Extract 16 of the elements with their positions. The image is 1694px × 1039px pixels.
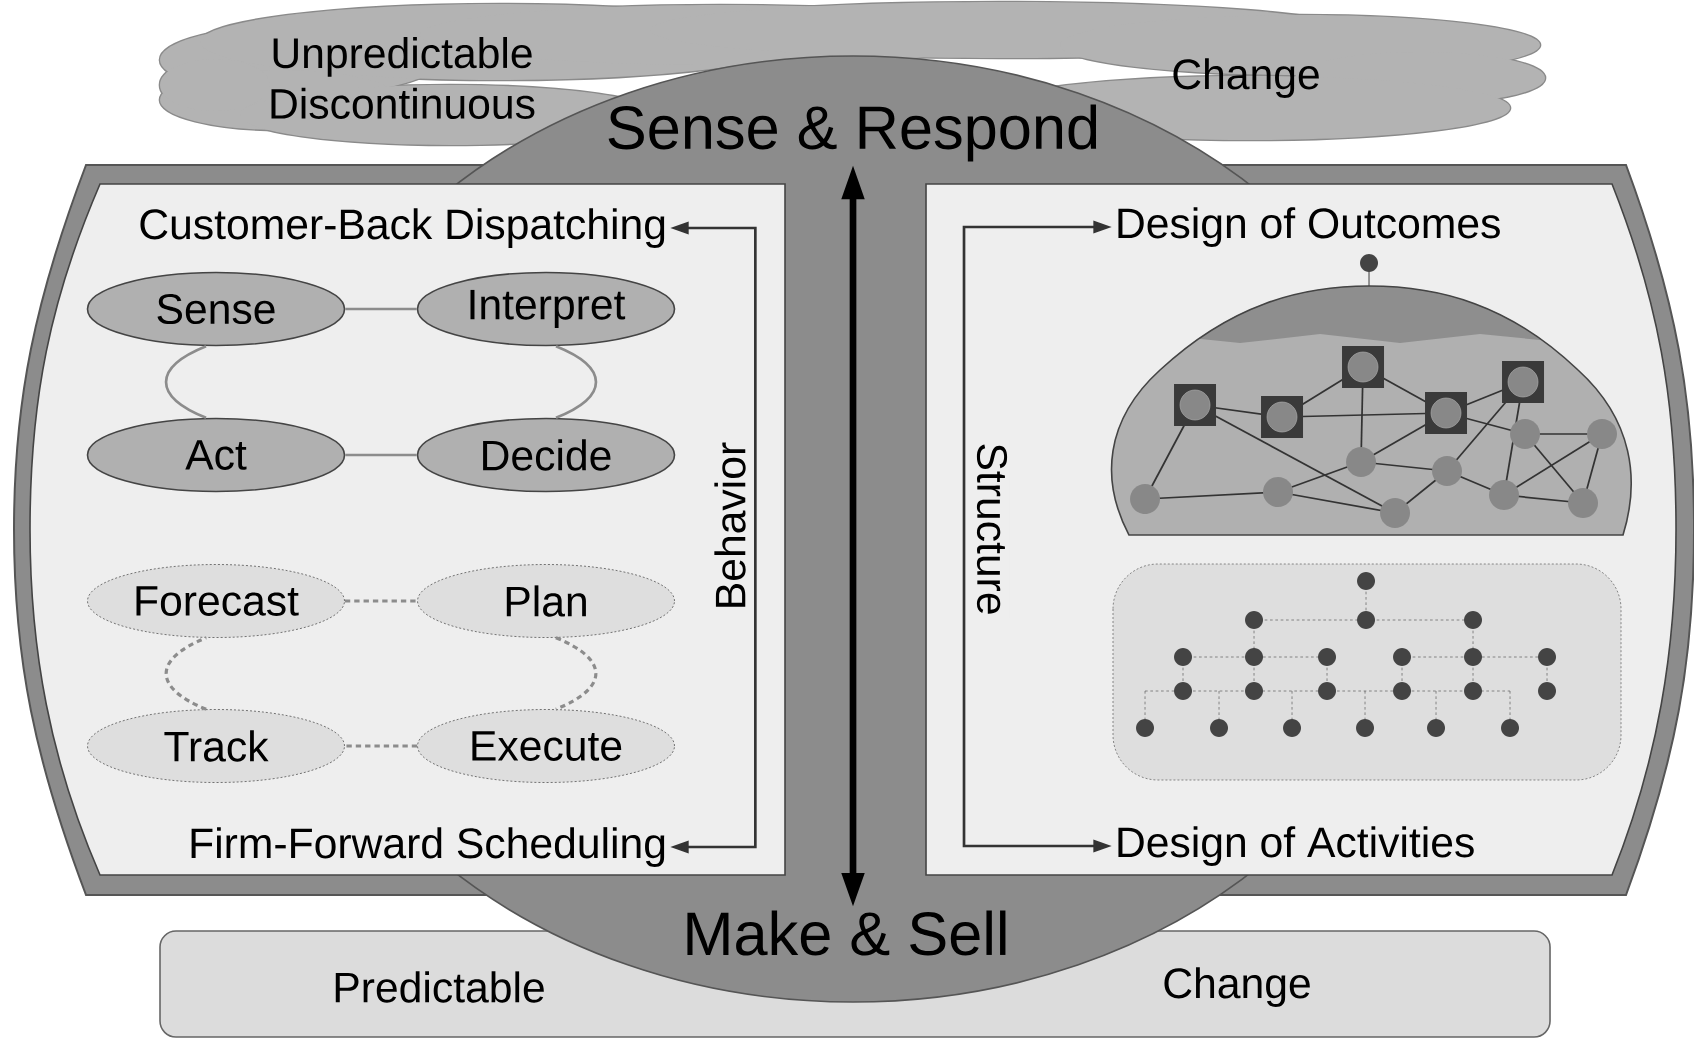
- connector: [555, 636, 598, 711]
- connector: [345, 453, 417, 457]
- heading: Design of Outcomes: [1118, 207, 1500, 247]
- heading: Customer-Back Dispatching: [140, 208, 665, 248]
- connector: [164, 636, 207, 711]
- heading: Design of Activities: [1118, 826, 1474, 866]
- connector: [344, 599, 418, 603]
- connector: [345, 307, 417, 311]
- edge-label: Structure: [974, 439, 1010, 619]
- connector: [164, 344, 207, 420]
- edge-label: Behavior: [711, 439, 749, 613]
- heading: Firm-Forward Scheduling: [191, 827, 665, 867]
- connector: [344, 744, 418, 748]
- connector: [555, 344, 598, 420]
- node-label: Discontinuous: [271, 87, 535, 119]
- node-label: Change: [1173, 58, 1319, 98]
